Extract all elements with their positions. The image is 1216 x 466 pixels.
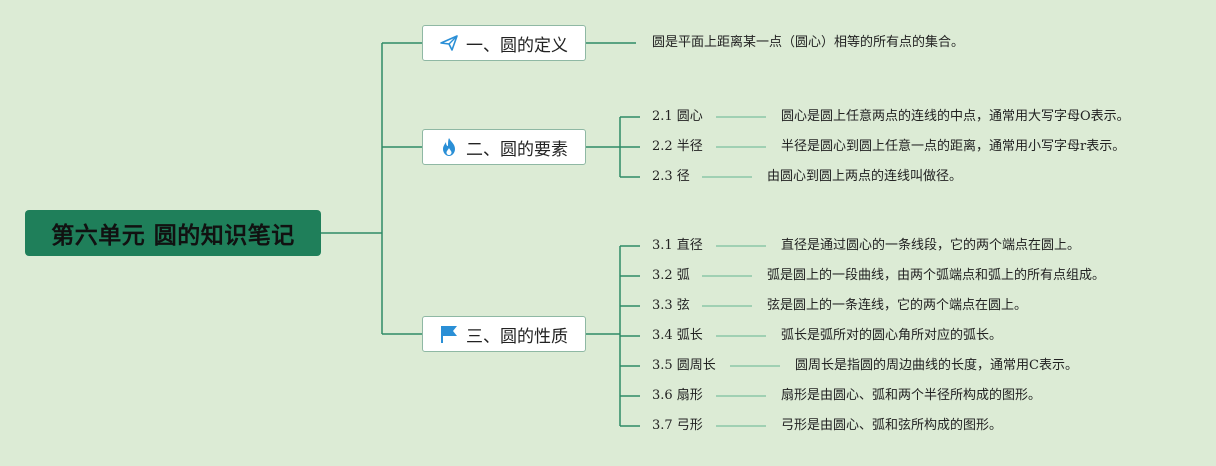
root-title: 第六单元 圆的知识笔记 [51, 223, 295, 249]
item-label: 3.2 弧 [652, 268, 690, 283]
branch-title: 三、圆的性质 [466, 326, 568, 347]
branch-elements[interactable]: 二、圆的要素 [422, 129, 586, 165]
paper-plane-icon [439, 33, 459, 53]
branch-definition[interactable]: 一、圆的定义 [422, 25, 586, 61]
item-label: 3.5 圆周长 [652, 358, 716, 373]
item-label: 3.6 扇形 [652, 388, 703, 403]
item-label: 3.1 直径 [652, 238, 703, 253]
item-description: 弦是圆上的一条连线，它的两个端点在圆上。 [767, 298, 1028, 313]
item-label: 3.7 弓形 [652, 418, 703, 433]
item-description: 直径是通过圆心的一条线段，它的两个端点在圆上。 [781, 238, 1081, 253]
item-description: 圆周长是指圆的周边曲线的长度，通常用C表示。 [795, 358, 1078, 373]
item-description: 弧长是弧所对的圆心角所对应的弧长。 [781, 328, 1003, 343]
item-description: 弧是圆上的一段曲线，由两个弧端点和弧上的所有点组成。 [767, 268, 1106, 283]
item-description: 半径是圆心到圆上任意一点的距离，通常用小写字母r表示。 [781, 139, 1126, 154]
item-description: 扇形是由圆心、弧和两个半径所构成的图形。 [781, 388, 1042, 403]
branch-title: 二、圆的要素 [466, 139, 568, 160]
item-label: 2.1 圆心 [652, 109, 703, 124]
item-description: 弓形是由圆心、弧和弦所构成的图形。 [781, 418, 1003, 433]
item-label: 2.3 径 [652, 169, 690, 184]
definition-description: 圆是平面上距离某一点（圆心）相等的所有点的集合。 [652, 35, 965, 50]
flag-icon [439, 324, 459, 344]
branch-properties[interactable]: 三、圆的性质 [422, 316, 586, 352]
item-label: 2.2 半径 [652, 139, 703, 154]
root-node[interactable]: 第六单元 圆的知识笔记 [25, 210, 321, 256]
flame-icon [439, 137, 459, 157]
item-label: 3.3 弦 [652, 298, 690, 313]
item-description: 由圆心到圆上两点的连线叫做径。 [767, 169, 963, 184]
item-label: 3.4 弧长 [652, 328, 703, 343]
item-description: 圆心是圆上任意两点的连线的中点，通常用大写字母O表示。 [781, 109, 1130, 124]
branch-title: 一、圆的定义 [466, 35, 568, 56]
